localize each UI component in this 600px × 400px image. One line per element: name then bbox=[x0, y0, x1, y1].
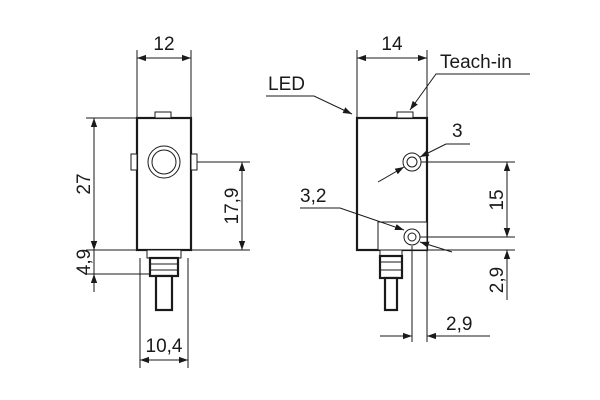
dim-label-2-9-horizontal: 2,9 bbox=[446, 314, 472, 335]
dim-label-3: 3 bbox=[452, 121, 463, 142]
left-side-tab-right bbox=[190, 153, 198, 171]
dim-label-12: 12 bbox=[153, 34, 174, 55]
dim-label-4-9: 4,9 bbox=[74, 249, 95, 275]
dim-label-27: 27 bbox=[74, 173, 95, 194]
teach-in-leader bbox=[409, 73, 530, 111]
left-hole-inner bbox=[151, 149, 177, 175]
dim-label-3-2: 3,2 bbox=[300, 186, 326, 207]
dim-label-15: 15 bbox=[487, 189, 508, 210]
left-top-led bbox=[154, 111, 172, 119]
label-led: LED bbox=[268, 74, 305, 95]
left-housing bbox=[135, 116, 193, 252]
left-hole-outer bbox=[147, 145, 181, 179]
label-teach-in: Teach-in bbox=[440, 52, 512, 73]
dim-label-14: 14 bbox=[381, 34, 403, 55]
left-connector-body bbox=[148, 256, 180, 278]
dim-label-2-9-vertical: 2,9 bbox=[487, 267, 508, 293]
right-cable bbox=[383, 276, 399, 312]
right-connector-body bbox=[378, 254, 404, 280]
led-leader bbox=[266, 95, 353, 115]
dim-label-10-4: 10,4 bbox=[146, 336, 183, 357]
dim-label-17-9: 17,9 bbox=[222, 188, 243, 225]
left-view: 12 27 4,9 17,9 10,4 bbox=[74, 34, 250, 368]
right-view: 14 LED Teach-in 3 3,2 15 2,9 2,9 bbox=[266, 34, 530, 342]
left-side-tab-left bbox=[130, 153, 138, 171]
right-teach-in-button bbox=[396, 111, 414, 119]
left-cable bbox=[154, 274, 174, 312]
left-connector-collar bbox=[146, 249, 182, 259]
